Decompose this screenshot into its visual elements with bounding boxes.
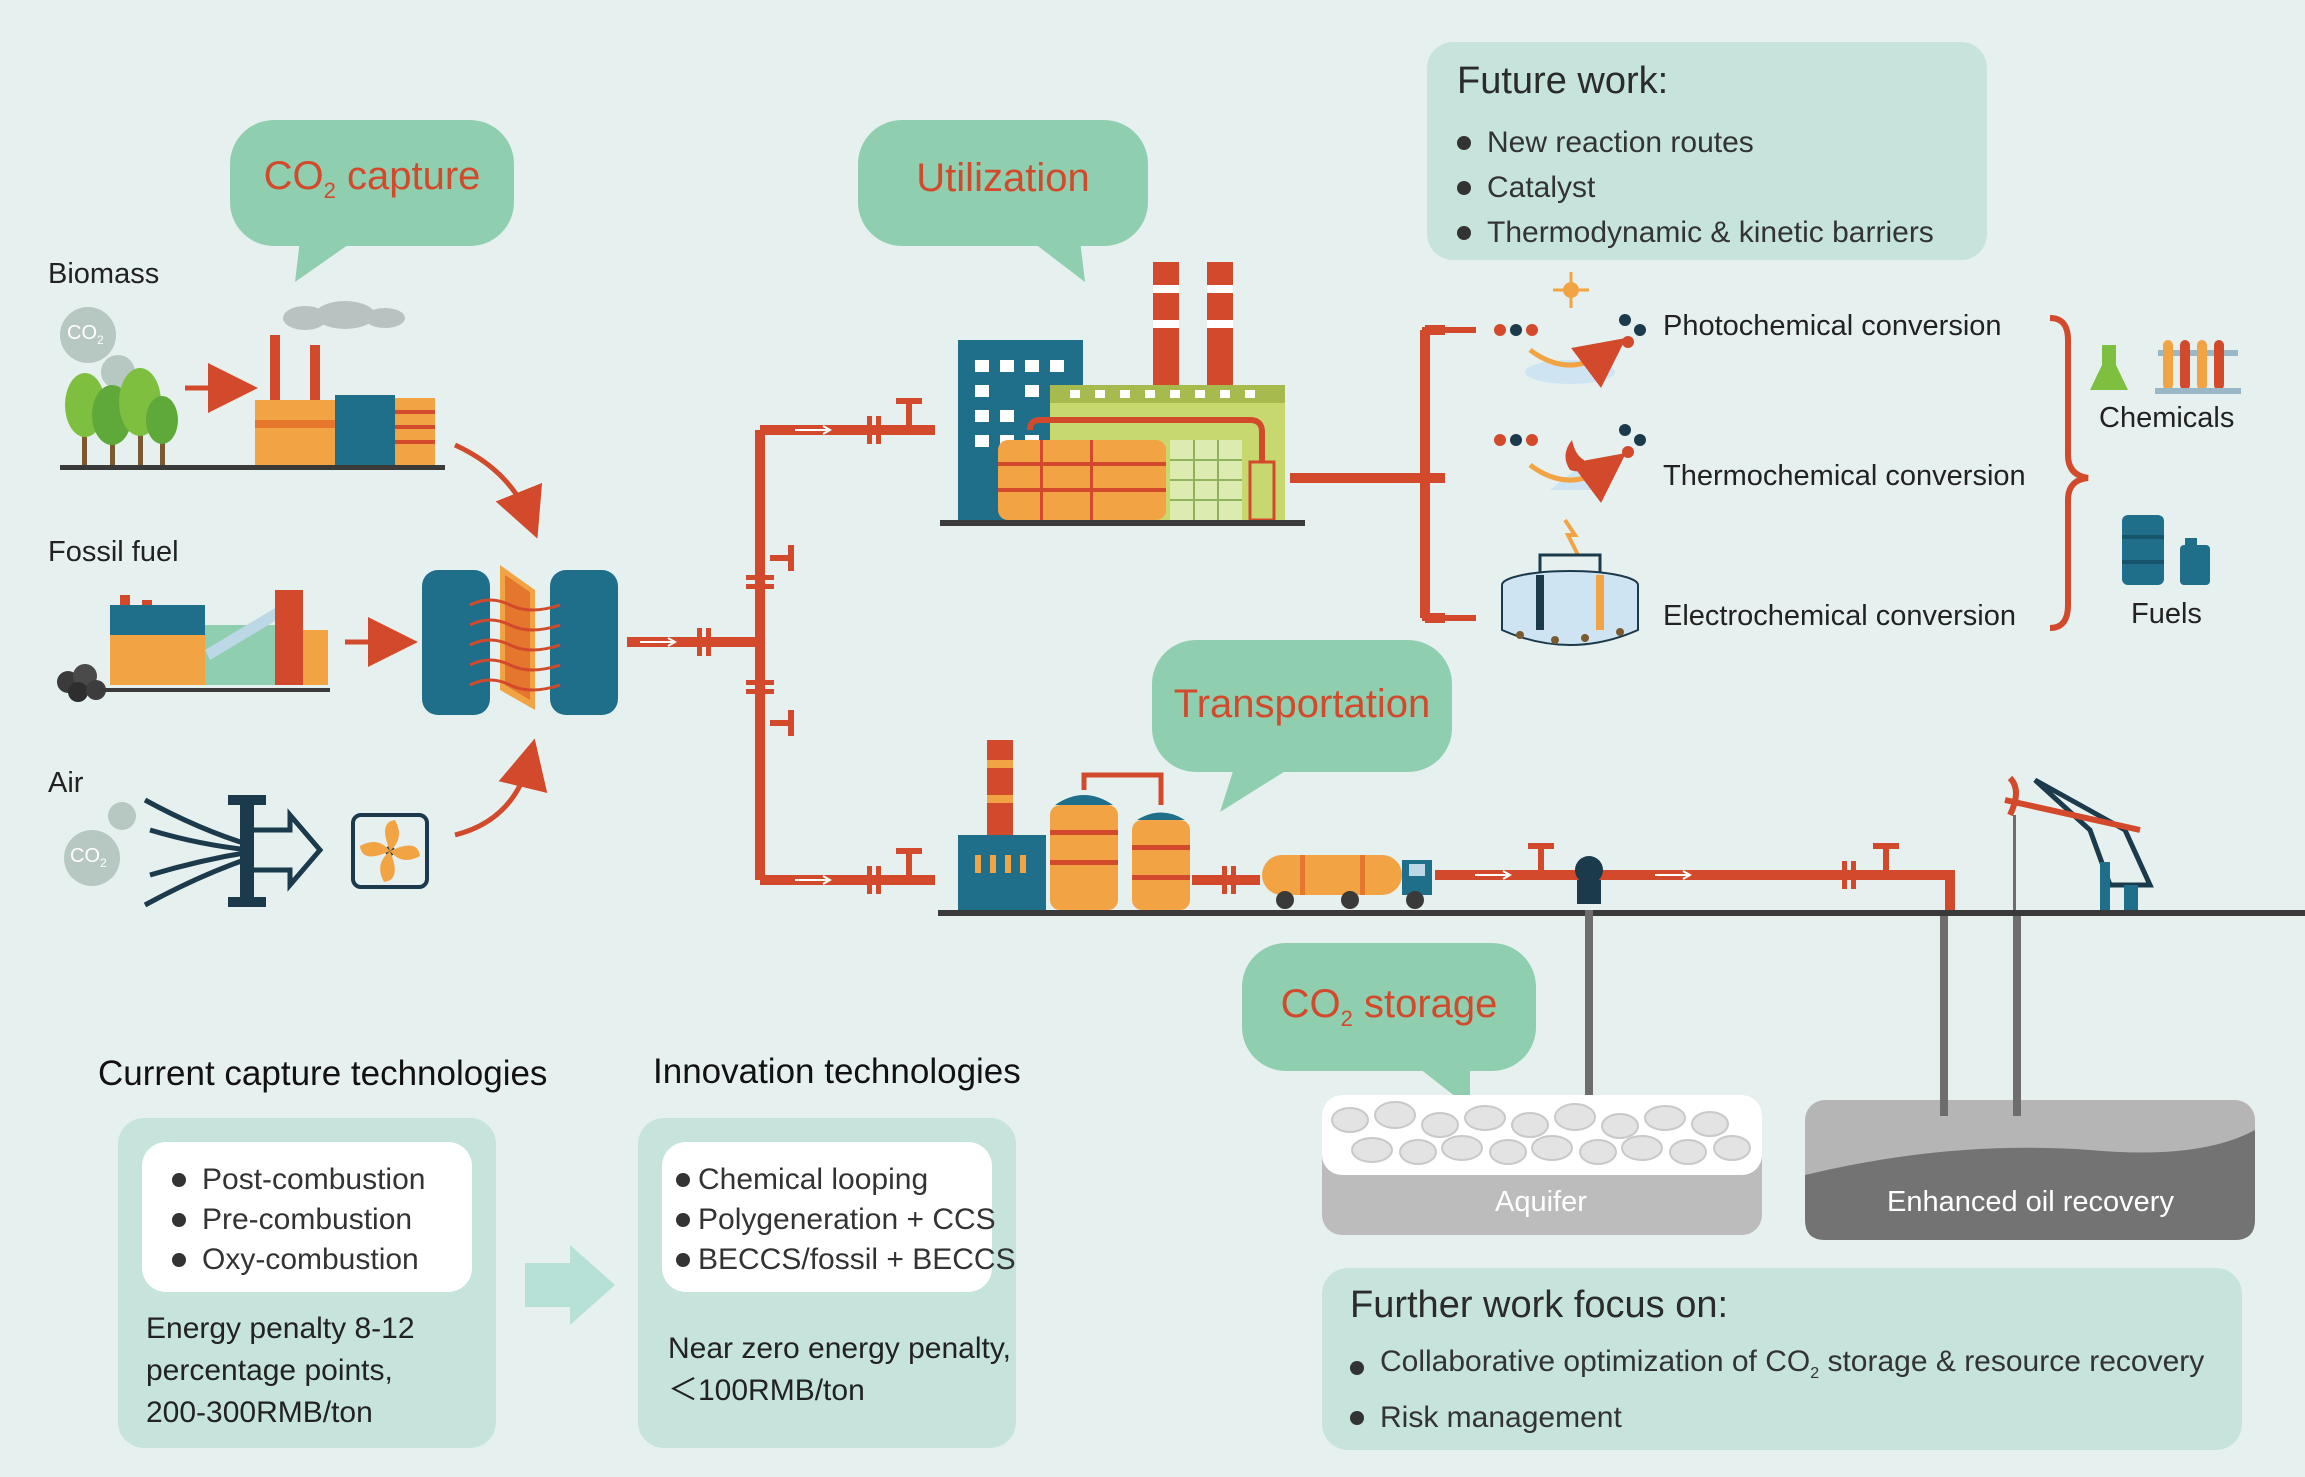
storage-rest: storage (1352, 982, 1498, 1026)
list-item: Risk management (1346, 1396, 2204, 1440)
note-line: Near zero energy penalty, (668, 1332, 1011, 1365)
future-work-list: New reaction routes Catalyst Thermodynam… (1453, 120, 1934, 255)
storage-sub: 2 (1340, 1006, 1353, 1031)
capture-co: CO (263, 154, 324, 198)
air-label: Air (48, 767, 84, 799)
list-item: Polygeneration + CCS (672, 1200, 1016, 1240)
innovation-panel: Chemical looping Polygeneration + CCS BE… (638, 1118, 1016, 1448)
oil-field-formation (1805, 1100, 2255, 1240)
current-capture-title: Current capture technologies (98, 1054, 548, 1093)
chemicals-label: Chemicals (2099, 402, 2235, 434)
utilization-title: Utilization (916, 156, 1090, 200)
pumpjack-icon (2004, 775, 2154, 910)
panel-transition-arrow (525, 1245, 615, 1325)
co2-badge-air: CO2 (70, 845, 107, 870)
electrochemical-label: Electrochemical conversion (1663, 600, 2016, 632)
co2-badge-biomass: CO2 (67, 322, 104, 347)
current-capture-list-box (142, 1142, 472, 1292)
further-work-list: Collaborative optimization of CO2 storag… (1346, 1340, 2204, 1440)
storage-co: CO (1280, 982, 1341, 1026)
capture-bubble (230, 120, 514, 282)
aquifer-label: Aquifer (1495, 1186, 1587, 1218)
list-item: Chemical looping (672, 1160, 1016, 1200)
biomass-plant-icon (255, 301, 435, 465)
flow-arrows (640, 425, 1693, 885)
aquifer-formation (1322, 1095, 1762, 1235)
note-line: percentage points, (146, 1354, 393, 1387)
valve-icons (770, 398, 1899, 880)
current-capture-panel: Post-combustion Pre-combustion Oxy-combu… (118, 1118, 496, 1448)
fan-icon (351, 813, 429, 889)
fuels-label: Fuels (2131, 598, 2202, 630)
current-capture-list: Post-combustion Pre-combustion Oxy-combu… (168, 1160, 425, 1280)
utilization-plant-icon (940, 262, 1305, 526)
note-line: Energy penalty 8-12 (146, 1312, 415, 1345)
coal-icon (57, 664, 106, 702)
note-line: 200-300RMB/ton (146, 1396, 373, 1429)
item-text: Collaborative optimization of CO (1380, 1345, 1811, 1378)
item-sub: 2 (1810, 1365, 1820, 1382)
list-item: Post-combustion (168, 1160, 425, 1200)
conversion-bracket (1290, 315, 2089, 631)
further-work-title: Further work focus on: (1350, 1284, 1729, 1326)
innovation-note: Near zero energy penalty, ＜100RMB/ton (668, 1328, 1011, 1412)
list-item: BECCS/fossil + BECCS (672, 1240, 1016, 1280)
fossil-fuel-scene (57, 590, 418, 702)
transportation-bubble (1152, 640, 1452, 812)
further-work-panel: Further work focus on: Collaborative opt… (1322, 1268, 2242, 1450)
ground-line (938, 910, 2305, 916)
list-item: Catalyst (1453, 165, 1934, 210)
utilization-bubble (858, 120, 1148, 282)
transport-plant-icon (958, 740, 1190, 910)
note-line: ＜100RMB/ton (668, 1374, 865, 1407)
thermochemical-icon (1494, 424, 1646, 503)
biomass-label: Biomass (48, 258, 160, 290)
biomass-scene (60, 301, 543, 539)
co2-badge-sub: 2 (100, 856, 107, 870)
capture-unit-icon (422, 565, 618, 715)
fossil-plant-icon (110, 590, 328, 685)
current-capture-note: Energy penalty 8-12 percentage points, 2… (146, 1308, 415, 1434)
capture-sub: 2 (323, 178, 336, 203)
thermochemical-label: Thermochemical conversion (1663, 460, 2026, 492)
innovation-title: Innovation technologies (653, 1052, 1021, 1091)
fossil-fuel-label: Fossil fuel (48, 536, 179, 568)
co2-badge-sub: 2 (97, 333, 104, 347)
photochemical-icon (1494, 272, 1646, 388)
chemicals-icon (2090, 340, 2241, 394)
item-text: storage & resource recovery (1819, 1345, 2205, 1378)
co2-badge-text: CO (70, 845, 100, 867)
co2-storage-title: CO2 storage (1242, 982, 1536, 1032)
co2-capture-title: CO2 capture (230, 154, 514, 204)
co2-badge-text: CO (67, 322, 97, 344)
tanker-truck-icon (1262, 855, 1432, 909)
eor-label: Enhanced oil recovery (1887, 1186, 2174, 1218)
list-item: New reaction routes (1453, 120, 1934, 165)
electrochemical-icon (1501, 518, 1639, 646)
eor-production-well (2013, 916, 2021, 1116)
air-scene (64, 738, 548, 908)
innovation-list-box (662, 1142, 992, 1292)
transportation-title: Transportation (1173, 682, 1431, 726)
list-item: Pre-combustion (168, 1200, 425, 1240)
future-work-title: Future work: (1457, 60, 1669, 102)
list-item: Collaborative optimization of CO2 storag… (1346, 1340, 2204, 1396)
fuels-icon (2122, 515, 2210, 585)
eor-injection-well (1940, 916, 1948, 1116)
list-item: Oxy-combustion (168, 1240, 425, 1280)
capture-rest: capture (335, 154, 481, 198)
air-intake-icon (143, 795, 324, 908)
list-item: Thermodynamic & kinetic barriers (1453, 210, 1934, 255)
innovation-list: Chemical looping Polygeneration + CCS BE… (672, 1160, 1016, 1280)
injection-well-icon (1575, 856, 1603, 1120)
tree-icon (65, 368, 178, 465)
pipe-flanges (697, 416, 1856, 894)
photochemical-label: Photochemical conversion (1663, 310, 2002, 342)
future-work-panel: Future work: New reaction routes Catalys… (1427, 42, 1987, 260)
